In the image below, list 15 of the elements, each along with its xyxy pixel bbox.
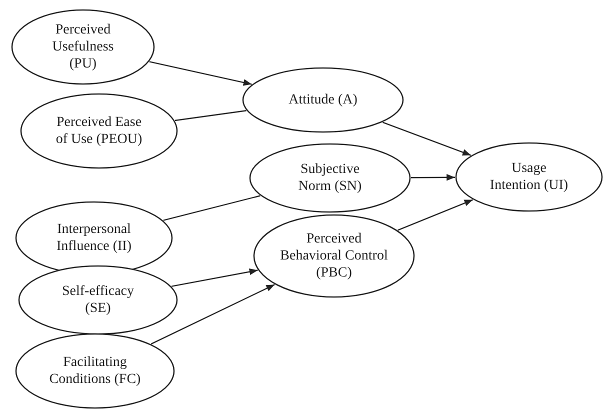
node-label: Usage Intention (UI) xyxy=(489,160,569,194)
arrow xyxy=(150,284,275,344)
arrow xyxy=(398,199,474,231)
arrow xyxy=(411,174,455,181)
arrow xyxy=(149,61,252,86)
node-label: Perceived Usefulness (PU) xyxy=(51,22,115,72)
node-label: Interpersonal Influence (II) xyxy=(55,221,132,255)
node-label: Self-efficacy (SE) xyxy=(60,283,136,317)
node-label: Facilitating Conditions (FC) xyxy=(48,354,142,388)
node-label: Perceived Ease of Use (PEOU) xyxy=(54,114,144,148)
arrow xyxy=(171,268,258,287)
node-label: Attitude (A) xyxy=(288,92,358,108)
arrow xyxy=(382,122,472,156)
node-label: Subjective Norm (SN) xyxy=(297,161,363,195)
node-label: Perceived Behavioral Control (PBC) xyxy=(279,230,389,282)
